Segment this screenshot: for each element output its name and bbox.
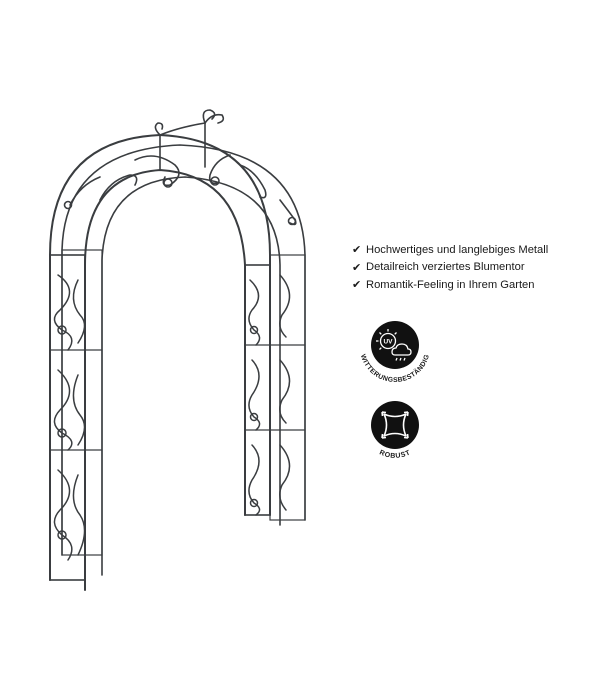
feature-item: ✔ Romantik-Feeling in Ihrem Garten <box>352 276 548 294</box>
feature-text: Hochwertiges und langlebiges Metall <box>366 243 549 256</box>
arch-front-inner <box>84 168 246 591</box>
feature-item: ✔ Hochwertiges und langlebiges Metall <box>352 241 548 259</box>
weather-resistant-badge: UV WITTERUNGSBESTÄNDIG <box>359 321 431 384</box>
robust-arrows-icon <box>381 411 409 439</box>
robust-badge: ROBUST <box>371 401 419 460</box>
checkmark-icon: ✔ <box>352 244 362 257</box>
feature-list: ✔ Hochwertiges und langlebiges Metall ✔ … <box>352 241 548 294</box>
left-panel-frame-back <box>61 249 103 556</box>
uv-icon-text: UV <box>383 339 393 346</box>
arch-front-outer <box>49 133 271 581</box>
top-crown-ornament <box>63 109 297 226</box>
feature-text: Romantik-Feeling in Ihrem Garten <box>366 278 535 291</box>
rose-arch-illustration <box>49 109 306 591</box>
right-panel-scrolls <box>248 274 291 516</box>
left-panel-scrolls <box>53 274 86 561</box>
robust-badge-label: ROBUST <box>378 449 411 460</box>
feature-text: Detailreich verziertes Blumentor <box>366 261 525 274</box>
arch-back-inner <box>101 176 281 576</box>
feature-item: ✔ Detailreich verziertes Blumentor <box>352 259 548 277</box>
svg-text:ROBUST: ROBUST <box>378 449 412 460</box>
checkmark-icon: ✔ <box>352 279 362 292</box>
left-panel-frame <box>49 254 86 581</box>
right-panel-frame-back <box>269 254 306 521</box>
checkmark-icon: ✔ <box>352 261 362 274</box>
uv-sun-cloud-icon <box>376 329 412 361</box>
